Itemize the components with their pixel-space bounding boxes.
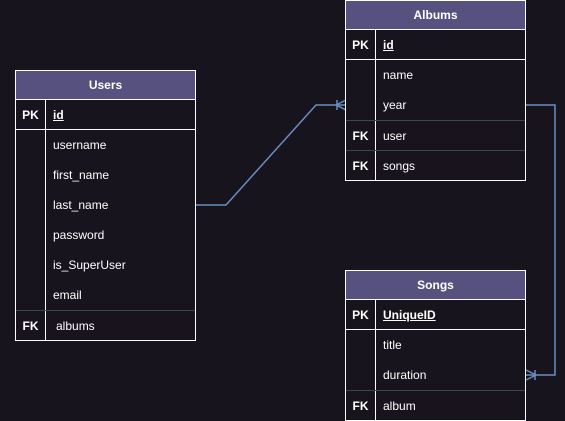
users-attr-label: email — [53, 288, 82, 302]
users-attr-label: password — [53, 228, 105, 242]
songs-pk-row[interactable]: PK UniqueID — [346, 300, 525, 330]
users-attr-username[interactable]: username — [16, 130, 195, 160]
users-key-cell-empty — [16, 130, 46, 160]
songs-table[interactable]: Songs PK UniqueID title duration FK albu… — [345, 270, 526, 421]
crows-foot-songs — [525, 369, 538, 381]
albums-attr-label: year — [383, 98, 407, 112]
users-fk-row[interactable]: FK albums — [16, 310, 195, 340]
albums-table[interactable]: Albums PK id name year FK user FK songs — [345, 0, 526, 181]
users-attr-label: last_name — [53, 198, 109, 212]
albums-fk-name: songs — [383, 158, 416, 173]
users-attr-is-superuser[interactable]: is_SuperUser — [16, 250, 195, 280]
albums-fk-row-songs[interactable]: FK songs — [346, 150, 525, 180]
users-fk-label: FK — [16, 311, 46, 340]
users-attr-label: is_SuperUser — [53, 258, 126, 272]
albums-songs-relationship[interactable] — [525, 104, 556, 381]
users-key-cell-empty — [16, 250, 46, 280]
songs-attr-duration[interactable]: duration — [346, 360, 525, 390]
albums-fk-label: FK — [346, 121, 376, 150]
users-attr-label: username — [53, 138, 107, 152]
albums-pk-row[interactable]: PK id — [346, 30, 525, 60]
users-attr-password[interactable]: password — [16, 220, 195, 250]
songs-table-title: Songs — [346, 271, 525, 300]
songs-attr-label: title — [383, 338, 402, 352]
users-fk-name: albums — [56, 318, 95, 333]
users-pk-name: id — [53, 107, 64, 122]
users-key-cell-empty — [16, 280, 46, 310]
albums-fk-label: FK — [346, 151, 376, 180]
users-attr-last-name[interactable]: last_name — [16, 190, 195, 220]
albums-table-title: Albums — [346, 1, 525, 30]
albums-attr-label: name — [383, 68, 414, 82]
albums-pk-label: PK — [346, 30, 376, 59]
albums-attr-name[interactable]: name — [346, 60, 525, 90]
users-table[interactable]: Users PK id username first_name last_nam… — [15, 70, 196, 341]
songs-fk-label: FK — [346, 391, 376, 420]
albums-fk-name: user — [383, 128, 407, 143]
songs-fk-name: album — [383, 398, 416, 413]
users-pk-label: PK — [16, 100, 46, 129]
users-key-cell-empty — [16, 220, 46, 250]
songs-key-cell-empty — [346, 360, 376, 390]
songs-attr-title[interactable]: title — [346, 330, 525, 360]
songs-key-cell-empty — [346, 330, 376, 360]
users-albums-relationship[interactable] — [196, 99, 347, 206]
songs-pk-name: UniqueID — [383, 307, 436, 322]
albums-key-cell-empty — [346, 60, 376, 90]
albums-fk-row-user[interactable]: FK user — [346, 120, 525, 150]
users-key-cell-empty — [16, 190, 46, 220]
users-attr-email[interactable]: email — [16, 280, 195, 310]
songs-fk-row[interactable]: FK album — [346, 390, 525, 420]
users-table-title: Users — [16, 71, 195, 100]
users-key-cell-empty — [16, 160, 46, 190]
users-pk-row[interactable]: PK id — [16, 100, 195, 130]
albums-pk-name: id — [383, 37, 394, 52]
albums-key-cell-empty — [346, 90, 376, 120]
songs-pk-label: PK — [346, 300, 376, 329]
users-attr-first-name[interactable]: first_name — [16, 160, 195, 190]
albums-attr-year[interactable]: year — [346, 90, 525, 120]
users-attr-label: first_name — [53, 168, 110, 182]
songs-attr-label: duration — [383, 368, 427, 382]
